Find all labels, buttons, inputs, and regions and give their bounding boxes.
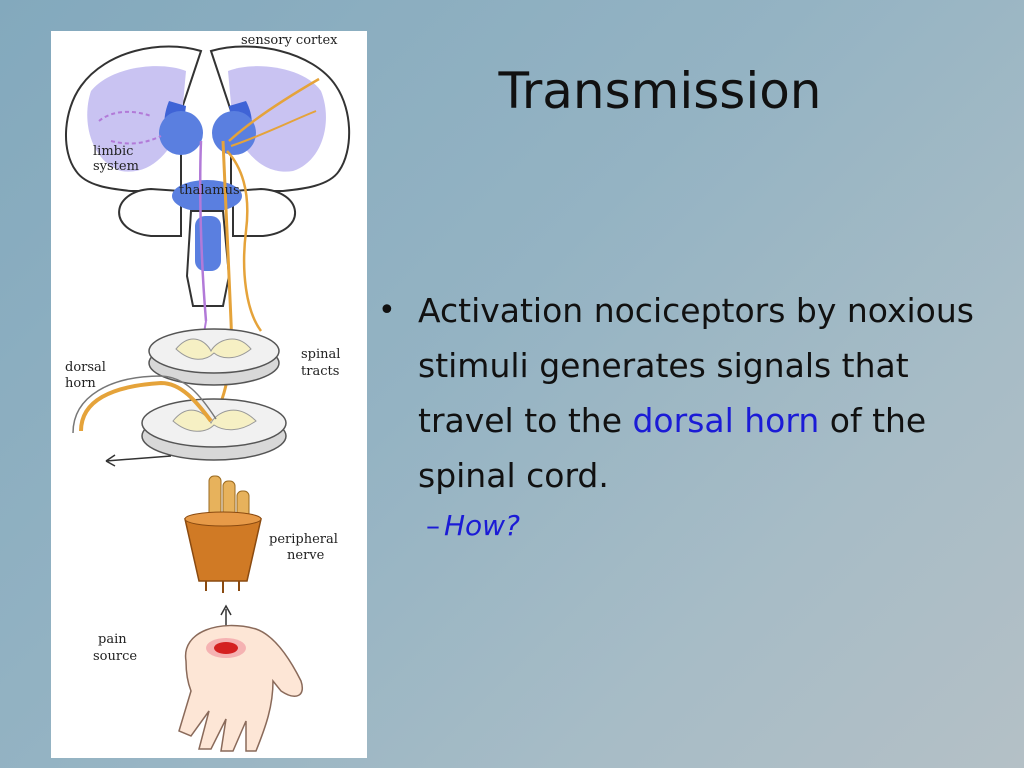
label-pain-line1: pain xyxy=(98,632,127,647)
label-sensory-cortex: sensory cortex xyxy=(241,33,338,48)
dorsal-horn-nerve xyxy=(72,375,217,467)
pain-pathway-diagram: sensory cortex limbic system thalamus sp… xyxy=(65,33,351,752)
bullet-text-part1: Activation nociceptors by noxious stimul… xyxy=(418,291,974,440)
slide-title: Transmission xyxy=(498,62,822,120)
sub-bullet-item: –How? xyxy=(426,507,978,545)
bullet-dot-icon: • xyxy=(378,293,396,328)
dash-icon: – xyxy=(426,509,440,542)
bullet-text-part2: of the spinal cord. xyxy=(418,401,927,495)
hand-illustration xyxy=(178,604,303,752)
spinal-cord-sections xyxy=(141,328,287,461)
ascending-pathways xyxy=(198,77,320,422)
bullet-item: • Activation nociceptors by noxious stim… xyxy=(378,283,978,503)
label-spinal-line2: tracts xyxy=(301,364,339,379)
label-peripheral-line2: nerve xyxy=(287,548,325,563)
label-spinal-line1: spinal xyxy=(301,347,340,362)
label-dorsal-line1: dorsal xyxy=(65,360,106,375)
peripheral-nerve-illustration xyxy=(184,475,262,593)
bullet-list: • Activation nociceptors by noxious stim… xyxy=(378,283,978,545)
label-limbic-line2: system xyxy=(93,159,139,174)
label-pain-line2: source xyxy=(93,649,137,664)
bullet-highlight-dorsal-horn: dorsal horn xyxy=(632,401,820,440)
label-dorsal-line2: horn xyxy=(65,376,96,391)
label-peripheral-line1: peripheral xyxy=(269,532,338,547)
label-limbic-line1: limbic xyxy=(93,144,133,159)
brain-illustration xyxy=(65,45,351,307)
label-thalamus: thalamus xyxy=(179,183,240,198)
sub-bullet-text: How? xyxy=(444,509,520,542)
pain-pathway-figure: sensory cortex limbic system thalamus sp… xyxy=(51,31,367,758)
